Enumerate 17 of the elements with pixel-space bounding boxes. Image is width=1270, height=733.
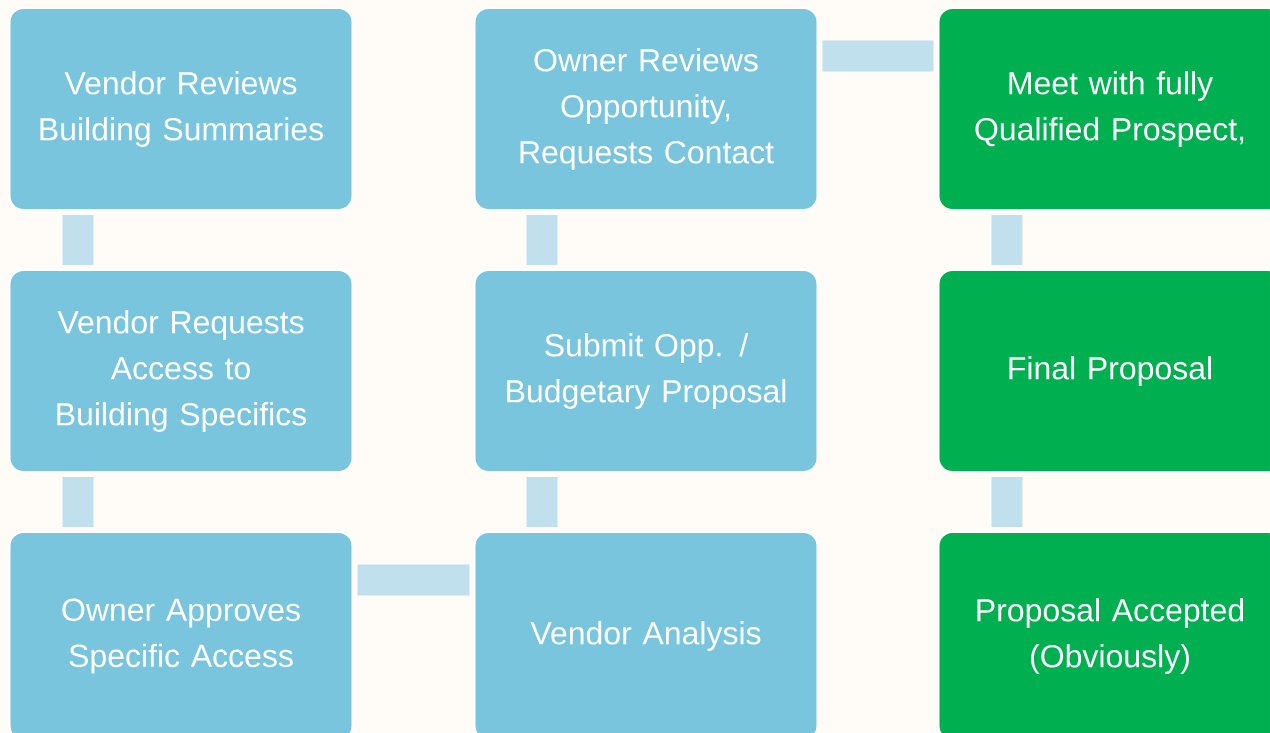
- process-box: Owner Reviews Opportunity, Requests Contact: [473, 7, 819, 211]
- process-box: Vendor Reviews Building Summaries: [8, 7, 354, 211]
- process-box: Final Proposal: [937, 269, 1270, 473]
- process-box: Proposal Accepted (Obviously): [937, 531, 1270, 733]
- connector-bar: [991, 477, 1023, 527]
- process-box: Vendor Requests Access to Building Specifics: [8, 269, 354, 473]
- process-box: Submit Opp. / Budgetary Proposal: [473, 269, 819, 473]
- connector-bar: [526, 215, 558, 265]
- connector-bar: [526, 477, 558, 527]
- connector-bar: [62, 477, 94, 527]
- process-box: Vendor Analysis: [473, 531, 819, 733]
- connector-bar: [991, 215, 1023, 265]
- process-box: Meet with fully Qualified Prospect,: [937, 7, 1270, 211]
- connector-bar: [822, 40, 934, 72]
- connector-bar: [357, 564, 470, 596]
- process-box: Owner Approves Specific Access: [8, 531, 354, 733]
- connector-bar: [62, 215, 94, 265]
